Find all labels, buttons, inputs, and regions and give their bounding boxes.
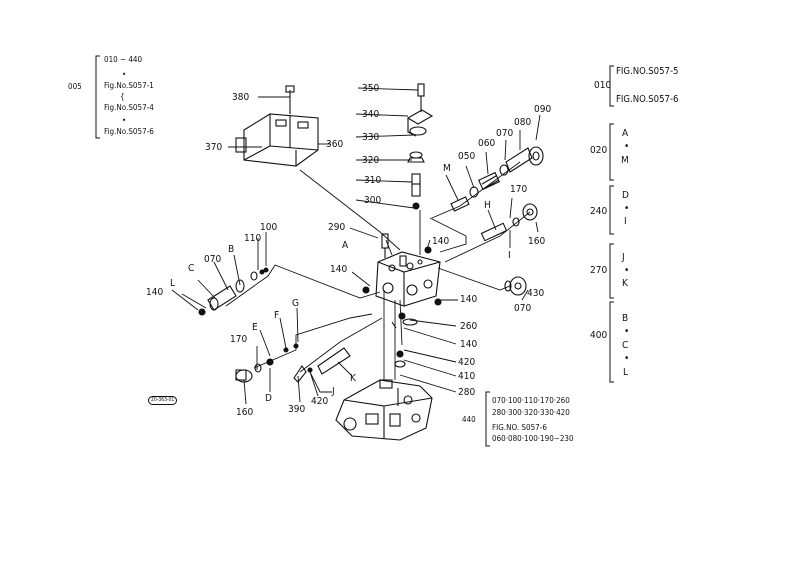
letter-label-b: B	[228, 244, 235, 255]
part-label-240: 240	[590, 206, 608, 217]
part-label-110: 110	[244, 233, 262, 244]
ref-dot: •	[624, 265, 630, 276]
letter-label-d: D	[265, 393, 272, 404]
letter-label-c: C	[188, 263, 195, 274]
part-label-340: 340	[362, 109, 380, 120]
ref-dot: •	[122, 116, 127, 125]
part-label-070: 070	[514, 303, 532, 314]
part-label-170: 170	[510, 184, 528, 195]
ref-fig-s057-6: Fig.No.S057-6	[104, 127, 154, 136]
part-label-020: 020	[590, 145, 608, 156]
part-label-400: 400	[590, 330, 608, 341]
ref-dot: •	[122, 70, 127, 79]
part-label-270: 270	[590, 265, 608, 276]
lower-left-group	[235, 343, 351, 383]
part-label-330: 330	[362, 132, 380, 143]
part-label-350: 350	[362, 83, 380, 94]
part-label-140: 140	[460, 339, 478, 350]
part-label-140: 140	[460, 294, 478, 305]
part-label-140: 140	[330, 264, 348, 275]
solenoid-assembly	[235, 85, 319, 167]
ref-brace: {	[120, 92, 125, 101]
lower-valve-body	[335, 379, 433, 441]
ref-dot: •	[624, 141, 630, 152]
ref-dot: •	[624, 326, 630, 337]
part-label-005: 005	[68, 82, 82, 91]
letter-label-h: H	[484, 200, 491, 211]
ref-dot: •	[624, 353, 630, 364]
ref-line-2: 280·300·320·330·420	[492, 408, 570, 417]
part-label-360: 360	[326, 139, 344, 150]
ref-fig-s057-5: FIG.NO.S057-5	[616, 66, 679, 77]
ref-letter: C	[622, 340, 629, 351]
part-label-390: 390	[288, 404, 306, 415]
letter-label-m: M	[443, 163, 451, 174]
ref-letter: K	[622, 278, 628, 289]
part-label-320: 320	[362, 155, 380, 166]
part-label-280: 280	[458, 387, 476, 398]
letter-label-a: A	[342, 240, 349, 251]
part-label-410: 410	[458, 371, 476, 382]
part-label-430: 430	[527, 288, 545, 299]
leader-lines	[171, 87, 541, 405]
part-label-440: 440	[462, 415, 476, 424]
letter-label-i: I	[508, 250, 511, 261]
letter-label-k: K	[350, 373, 356, 384]
ref-letter: I	[624, 216, 627, 227]
part-label-290: 290	[328, 222, 346, 233]
ref-letter: B	[622, 313, 629, 324]
ref-fig-s057-6: FIG.NO.S057-6	[616, 94, 679, 105]
part-label-300: 300	[364, 195, 382, 206]
ref-fig-s057-4: Fig.No.S057-4	[104, 103, 154, 112]
part-label-160: 160	[528, 236, 546, 247]
part-label-420: 420	[458, 357, 476, 368]
h-spool-group	[480, 203, 538, 242]
ref-line-1: 070·100·110·170·260	[492, 396, 570, 405]
letter-label-l: L	[170, 278, 176, 289]
part-label-370: 370	[205, 142, 223, 153]
reference-braces	[95, 55, 614, 447]
letter-label-f: F	[274, 310, 280, 321]
ref-range: 010 ~ 440	[104, 55, 143, 64]
drawing-number-stamp: 20-363-01	[148, 396, 178, 405]
part-label-060: 060	[478, 138, 496, 149]
part-label-420: 420	[311, 396, 329, 407]
plug-430	[504, 276, 527, 296]
main-valve-body	[362, 233, 442, 368]
part-label-310: 310	[364, 175, 382, 186]
part-label-070: 070	[496, 128, 514, 139]
ref-letter: D	[622, 190, 629, 201]
left-spool-group	[198, 267, 269, 316]
part-label-260: 260	[460, 321, 478, 332]
ref-fig-s057-1: Fig.No.S057-1	[104, 81, 154, 90]
part-label-140: 140	[432, 236, 450, 247]
part-label-170: 170	[230, 334, 248, 345]
ref-letter: A	[622, 128, 629, 139]
part-label-010: 010	[594, 80, 612, 91]
part-label-080: 080	[514, 117, 532, 128]
part-label-160: 160	[236, 407, 254, 418]
ref-dot: •	[624, 203, 630, 214]
letter-label-j: J	[332, 386, 335, 397]
ref-letter: M	[621, 155, 629, 166]
part-label-050: 050	[458, 151, 476, 162]
ref-line-3: FIG.NO. S057-6	[492, 423, 547, 432]
ref-line-4: 060·080·100·190~230	[492, 434, 574, 443]
ref-letter: L	[623, 367, 629, 378]
part-label-070: 070	[204, 254, 222, 265]
top-stack-parts	[406, 83, 434, 210]
letter-label-g: G	[292, 298, 299, 309]
part-label-090: 090	[534, 104, 552, 115]
m-spool-group	[450, 146, 544, 212]
part-label-140: 140	[146, 287, 164, 298]
part-label-100: 100	[260, 222, 278, 233]
ref-letter: J	[622, 252, 625, 263]
part-label-380: 380	[232, 92, 250, 103]
letter-label-e: E	[252, 322, 258, 333]
